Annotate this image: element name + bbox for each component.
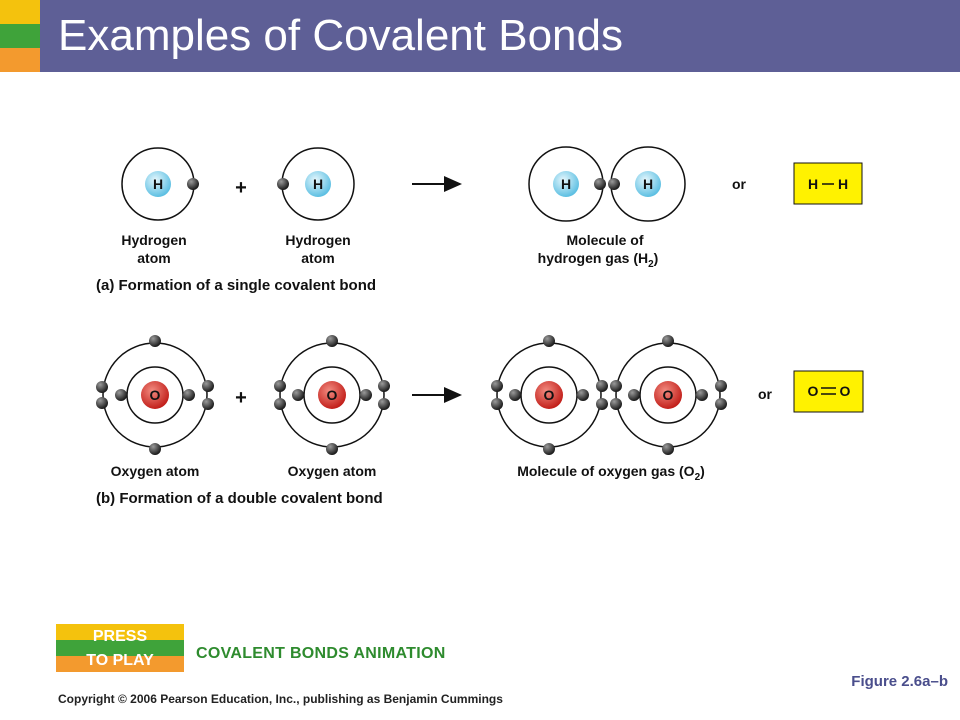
electron	[274, 398, 286, 410]
electron	[274, 380, 286, 392]
hydrogen-atom-label: atom	[137, 250, 170, 266]
electron	[378, 398, 390, 410]
electron	[115, 389, 127, 401]
shared-electron	[610, 380, 622, 392]
electron	[149, 443, 161, 455]
molecule-label: hydrogen gas (H2)	[538, 250, 659, 270]
oxygen-nucleus	[141, 381, 169, 409]
formula-atom-left: O	[808, 383, 819, 399]
figure-label: Figure 2.6a–b	[851, 673, 948, 690]
molecule-label: Molecule of	[566, 232, 643, 248]
shared-electron	[610, 398, 622, 410]
nucleus-symbol: H	[313, 176, 323, 192]
nucleus-symbol: O	[327, 387, 338, 403]
electron	[187, 178, 199, 190]
shared-electron	[596, 398, 608, 410]
slide-title: Examples of Covalent Bonds	[58, 11, 623, 60]
accent-bar-green	[0, 24, 40, 48]
electron	[696, 389, 708, 401]
to-play-label: TO PLAY	[86, 652, 154, 669]
hydrogen-atom-label: Hydrogen	[285, 232, 350, 248]
press-to-play-button[interactable]: PRESS TO PLAY	[56, 624, 184, 672]
button-stripe-orange	[56, 656, 184, 672]
electron	[491, 398, 503, 410]
nucleus-symbol: O	[544, 387, 555, 403]
electron	[509, 389, 521, 401]
shared-electron	[608, 178, 620, 190]
plus-sign: +	[235, 177, 247, 199]
oxygen-atom-2: O	[274, 335, 390, 455]
animation-link[interactable]: COVALENT BONDS ANIMATION	[196, 645, 446, 662]
electron	[292, 389, 304, 401]
oxygen-molecule: O O	[491, 335, 727, 455]
electron	[149, 335, 161, 347]
oxygen-atom-label: Oxygen atom	[288, 463, 377, 479]
hydrogen-nucleus	[305, 171, 331, 197]
structural-formula-o2: O O	[793, 370, 864, 413]
oxygen-nucleus	[654, 381, 682, 409]
nucleus-symbol: O	[150, 387, 161, 403]
oxygen-nucleus	[535, 381, 563, 409]
electron	[96, 381, 108, 393]
hydrogen-atom-2: H	[277, 147, 355, 221]
shared-electron	[596, 380, 608, 392]
formula-atom-right: H	[838, 176, 848, 192]
button-stripe-yellow	[56, 624, 184, 640]
electron	[491, 380, 503, 392]
shared-electron	[594, 178, 606, 190]
electron	[378, 380, 390, 392]
or-text: or	[758, 386, 773, 402]
electron	[360, 389, 372, 401]
electron	[577, 389, 589, 401]
caption-part-b: (b) Formation of a double covalent bond	[96, 490, 383, 507]
electron	[662, 335, 674, 347]
title-bar	[40, 0, 960, 72]
accent-bar-orange	[0, 48, 40, 72]
oxygen-atom-1: O	[96, 335, 214, 455]
nucleus-symbol: H	[643, 176, 653, 192]
hydrogen-atom-label: atom	[301, 250, 334, 266]
electron	[715, 380, 727, 392]
electron	[326, 443, 338, 455]
electron	[715, 398, 727, 410]
or-text: or	[732, 176, 747, 192]
electron	[202, 398, 214, 410]
hydrogen-molecule: H H	[528, 146, 686, 222]
caption-part-a: (a) Formation of a single covalent bond	[96, 277, 376, 294]
electron	[202, 380, 214, 392]
structural-formula-h2: H H	[793, 162, 863, 205]
nucleus-symbol: H	[153, 176, 163, 192]
hydrogen-nucleus	[553, 171, 579, 197]
formula-atom-left: H	[808, 176, 818, 192]
electron	[326, 335, 338, 347]
hydrogen-atom-1: H	[121, 147, 199, 221]
formula-atom-right: O	[840, 383, 851, 399]
hydrogen-nucleus	[635, 171, 661, 197]
hydrogen-atom-label: Hydrogen	[121, 232, 186, 248]
oxygen-nucleus	[318, 381, 346, 409]
electron	[96, 397, 108, 409]
nucleus-symbol: O	[663, 387, 674, 403]
electron	[662, 443, 674, 455]
electron	[277, 178, 289, 190]
electron	[543, 335, 555, 347]
press-label: PRESS	[92, 628, 148, 645]
nucleus-symbol: H	[561, 176, 571, 192]
electron	[543, 443, 555, 455]
electron	[628, 389, 640, 401]
molecule-label: Molecule of oxygen gas (O2)	[517, 463, 705, 483]
plus-sign: +	[235, 387, 247, 409]
accent-bar-yellow	[0, 0, 40, 24]
hydrogen-nucleus	[145, 171, 171, 197]
copyright-notice: Copyright © 2006 Pearson Education, Inc.…	[58, 692, 503, 706]
electron	[183, 389, 195, 401]
button-stripe-green	[56, 640, 184, 656]
oxygen-atom-label: Oxygen atom	[111, 463, 200, 479]
